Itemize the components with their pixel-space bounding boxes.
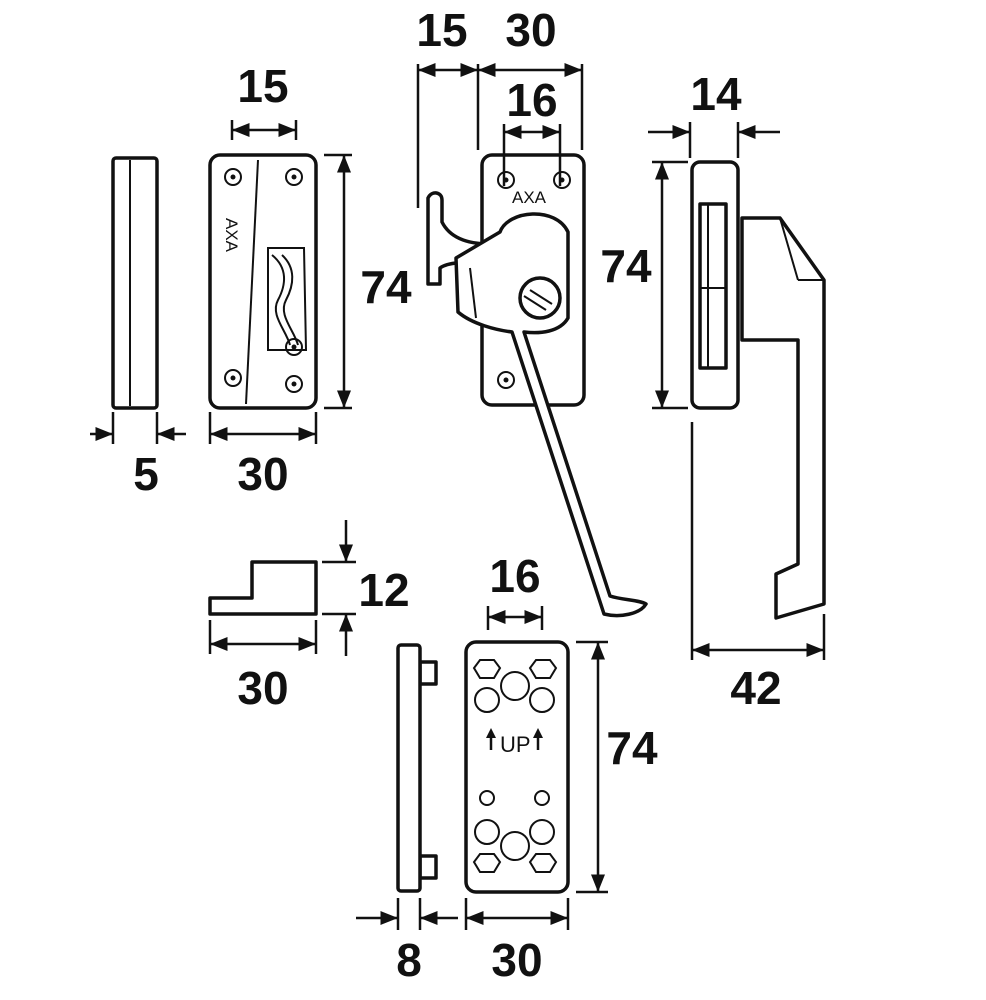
handle-brand-mark: AXA bbox=[512, 188, 547, 207]
dim-wedge-width: 30 bbox=[237, 662, 288, 714]
keep-brand-mark: AXA bbox=[222, 218, 241, 253]
dimension-labels: 5 30 15 74 15 30 16 74 14 42 12 30 8 30 … bbox=[133, 4, 781, 986]
dim-strip-thickness: 5 bbox=[133, 448, 159, 500]
dimension-lines bbox=[90, 63, 826, 930]
dim-keep-width: 30 bbox=[237, 448, 288, 500]
spacer-strip bbox=[111, 156, 159, 410]
dim-side-depth: 14 bbox=[690, 68, 742, 120]
wedge-block bbox=[208, 560, 318, 616]
handle-side bbox=[690, 160, 826, 620]
up-mark: UP bbox=[500, 732, 531, 757]
mounting-plate-front: UP bbox=[464, 640, 570, 894]
dim-plate-hole-spacing: 16 bbox=[489, 550, 540, 602]
dim-handle-width: 30 bbox=[505, 4, 556, 56]
dim-plate-thickness: 8 bbox=[396, 934, 422, 986]
dim-handle-offset: 15 bbox=[416, 4, 467, 56]
dim-side-total: 42 bbox=[730, 662, 781, 714]
handle-front: AXA bbox=[426, 153, 648, 618]
mounting-plate-side bbox=[396, 643, 438, 893]
keep-plate: AXA bbox=[208, 153, 318, 410]
dim-handle-height: 74 bbox=[600, 240, 652, 292]
dim-handle-hole-spacing: 16 bbox=[506, 74, 557, 126]
dim-plate-width: 30 bbox=[491, 934, 542, 986]
dim-wedge-height: 12 bbox=[358, 564, 409, 616]
dim-plate-height: 74 bbox=[606, 722, 658, 774]
dim-keep-height: 74 bbox=[360, 261, 412, 313]
dim-keep-slot-spacing: 15 bbox=[237, 60, 288, 112]
